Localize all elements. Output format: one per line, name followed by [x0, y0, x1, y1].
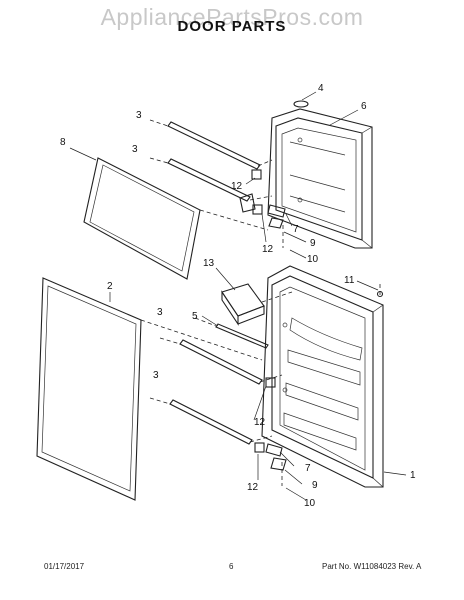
freezer-shelf-bar-1: [167, 121, 261, 170]
callout-3: 3: [153, 370, 159, 381]
freezer-shelf-bar-2: [167, 158, 256, 213]
callout-9: 9: [310, 238, 316, 249]
page-title: DOOR PARTS: [177, 18, 287, 35]
callout-1: 1: [410, 470, 416, 481]
callout-11: 11: [344, 275, 355, 286]
callout-3: 3: [132, 144, 138, 155]
door-shelf-trim: [215, 323, 269, 349]
callout-12: 12: [231, 181, 243, 192]
freezer-door: [267, 108, 373, 249]
hinge-bracket: [267, 204, 286, 218]
refrigerator-door: [261, 265, 384, 488]
callout-12: 12: [254, 417, 266, 428]
callout-12: 12: [262, 244, 274, 255]
shelf-end-cap: [251, 169, 262, 180]
callout-7: 7: [305, 463, 311, 474]
callout-9: 9: [312, 480, 318, 491]
callout-10: 10: [307, 254, 319, 265]
footer-date: 01/17/2017: [44, 562, 85, 571]
refrigerator-door-gasket: [36, 277, 142, 501]
door-badge: [293, 100, 309, 108]
hinge-washer: [268, 217, 284, 229]
callout-2: 2: [107, 281, 113, 292]
callout-3: 3: [157, 307, 163, 318]
shelf-end-cap: [265, 377, 276, 388]
shelf-end-cap: [254, 442, 265, 453]
watermark-text: AppliancePartsPros.com: [100, 4, 364, 30]
hinge-bracket: [265, 443, 283, 457]
door-shelf-bar-2: [169, 399, 253, 445]
door-screw: [376, 284, 384, 298]
hinge-washer: [270, 457, 287, 471]
freezer-door-gasket: [83, 157, 201, 280]
callout-7: 7: [293, 224, 299, 235]
footer-page-number: 6: [229, 562, 234, 571]
callout-10: 10: [304, 498, 316, 509]
dairy-compartment: [221, 283, 293, 326]
footer-part-number: Part No. W11084023 Rev. A: [322, 562, 422, 571]
callout-5: 5: [192, 311, 198, 322]
door-shelf-bar-1: [179, 339, 263, 385]
callout-3: 3: [136, 110, 142, 121]
callout-4: 4: [318, 83, 324, 94]
shelf-end-cap: [252, 204, 263, 215]
callout-13: 13: [203, 258, 215, 269]
callout-8: 8: [60, 137, 66, 148]
callout-12: 12: [247, 482, 259, 493]
callout-6: 6: [361, 101, 367, 112]
